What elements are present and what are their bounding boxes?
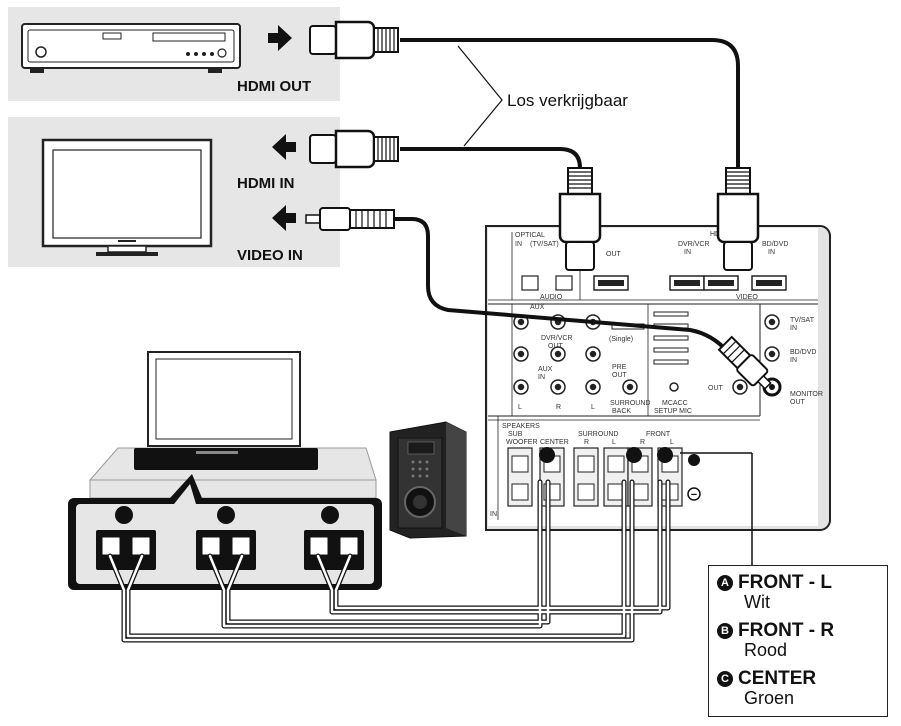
svg-text:C: C [222, 510, 230, 522]
label-sold-separately: Los verkrijgbaar [507, 91, 628, 110]
legend-item-front-l: A FRONT - L Wit [717, 572, 832, 613]
label-tv-sat: (TV/SAT) [530, 241, 559, 248]
badge-a-icon: A [321, 506, 339, 524]
label-optical: OPTICAL [515, 232, 545, 239]
hdmi-plug-icon [309, 129, 399, 169]
minus-icon: − [687, 487, 701, 501]
plus-icon: + [688, 454, 700, 467]
label-bd-dvd: BD/DVD [762, 241, 788, 248]
label-speakers: SPEAKERS [502, 423, 540, 430]
subwoofer-icon [389, 421, 467, 539]
legend-color: Wit [744, 592, 770, 612]
label-monitor-out: OUT [790, 399, 806, 406]
label-dvr-vcr-out-2: OUT [548, 343, 564, 350]
svg-text:+: + [691, 455, 697, 467]
label-setup-mic: SETUP MIC [654, 408, 692, 415]
label-front: FRONT [646, 431, 671, 438]
label-aux: AUX [530, 304, 545, 311]
legend-item-center: C CENTER Groen [717, 668, 816, 709]
arrow-left-icon [272, 134, 296, 160]
label-hdmi-out-port: OUT [606, 251, 622, 258]
rca-plug-icon [305, 207, 395, 231]
svg-text:A: A [326, 510, 334, 522]
badge-b-icon: B [626, 447, 642, 463]
svg-text:B: B [120, 510, 128, 522]
label-l: L [591, 404, 595, 411]
tv-icon [41, 138, 213, 256]
svg-text:B: B [630, 451, 637, 462]
label-l: L [518, 404, 522, 411]
legend-name: FRONT - L [738, 572, 832, 593]
label-bd-dvd-video-in: IN [790, 357, 797, 364]
label-aux-in: AUX [538, 366, 553, 373]
laptop-icon [147, 351, 301, 447]
label-video-in: VIDEO IN [237, 247, 303, 264]
label-pre-out: OUT [612, 372, 628, 379]
label-front-l: L [670, 439, 674, 446]
speaker-wires [107, 479, 671, 643]
badge-b-icon: B [115, 506, 133, 524]
hdmi-plug-icon [558, 167, 602, 271]
badge-c-icon: C [217, 506, 235, 524]
hdmi-plug-icon [716, 167, 760, 271]
label-dvr-vcr-out: DVR/VCR [541, 335, 573, 342]
label-back: BACK [612, 408, 631, 415]
legend-name: CENTER [738, 668, 817, 689]
badge-c-icon: C [539, 447, 555, 463]
svg-text:C: C [543, 451, 550, 462]
badge-a-icon: A [657, 447, 673, 463]
label-surround: SURROUND [578, 431, 618, 438]
label-tv-sat-in: TV/SAT [790, 317, 815, 324]
label-hdmi-in: HDMI IN [237, 175, 295, 192]
svg-text:A: A [661, 451, 668, 462]
label-front-r: R [640, 439, 645, 446]
optical-port-icon [555, 275, 573, 291]
legend-color: Rood [744, 640, 788, 660]
color-legend: A FRONT - L Wit B FRONT - R Rood C CENTER G… [708, 565, 888, 717]
label-sub: SUB [508, 431, 523, 438]
label-single: (Single) [609, 336, 633, 343]
label-center: CENTER [540, 439, 569, 446]
optical-port-icon [521, 275, 539, 291]
badge-b-icon: B [717, 623, 733, 639]
label-bd-dvd-in: IN [768, 249, 775, 256]
video-cable [394, 217, 730, 354]
label-video-out: OUT [708, 385, 724, 392]
label-pre: PRE [612, 364, 627, 371]
label-surround-back: SURROUND [610, 400, 650, 407]
label-tv-sat-in-2: IN [790, 325, 797, 332]
arrow-left-icon [272, 205, 296, 231]
label-aux-in-2: IN [538, 374, 545, 381]
svg-text:−: − [691, 489, 697, 501]
label-dvr-vcr-in: IN [684, 249, 691, 256]
label-monitor: MONITOR [790, 391, 823, 398]
label-hdmi-out: HDMI OUT [237, 78, 311, 95]
label-r: R [556, 404, 561, 411]
hdmi-cable-tv [400, 147, 582, 169]
soundbar-icon [134, 448, 318, 470]
badge-c-icon: C [717, 671, 733, 687]
legend-color: Groen [744, 688, 795, 708]
label-woofer: WOOFER [506, 439, 538, 446]
label-surround-r: R [584, 439, 589, 446]
label-dvr-vcr: DVR/VCR [678, 241, 710, 248]
legend-name: FRONT - R [738, 620, 835, 641]
label-audio: AUDIO [540, 294, 563, 301]
legend-item-front-r: B FRONT - R Rood [717, 620, 834, 661]
callout-bracket [457, 45, 503, 147]
bluray-player-icon [21, 23, 241, 73]
arrow-right-icon [268, 25, 292, 51]
label-surround-l: L [612, 439, 616, 446]
hdmi-plug-icon [309, 20, 399, 60]
label-optical-in: IN [515, 241, 522, 248]
badge-a-icon: A [717, 575, 733, 591]
label-bd-dvd-video: BD/DVD [790, 349, 816, 356]
label-in: IN [490, 511, 497, 518]
label-video: VIDEO [736, 294, 758, 301]
rca-plug-icon [717, 335, 772, 390]
label-mcacc: MCACC [662, 400, 688, 407]
hdmi-cable-bd [400, 38, 740, 168]
